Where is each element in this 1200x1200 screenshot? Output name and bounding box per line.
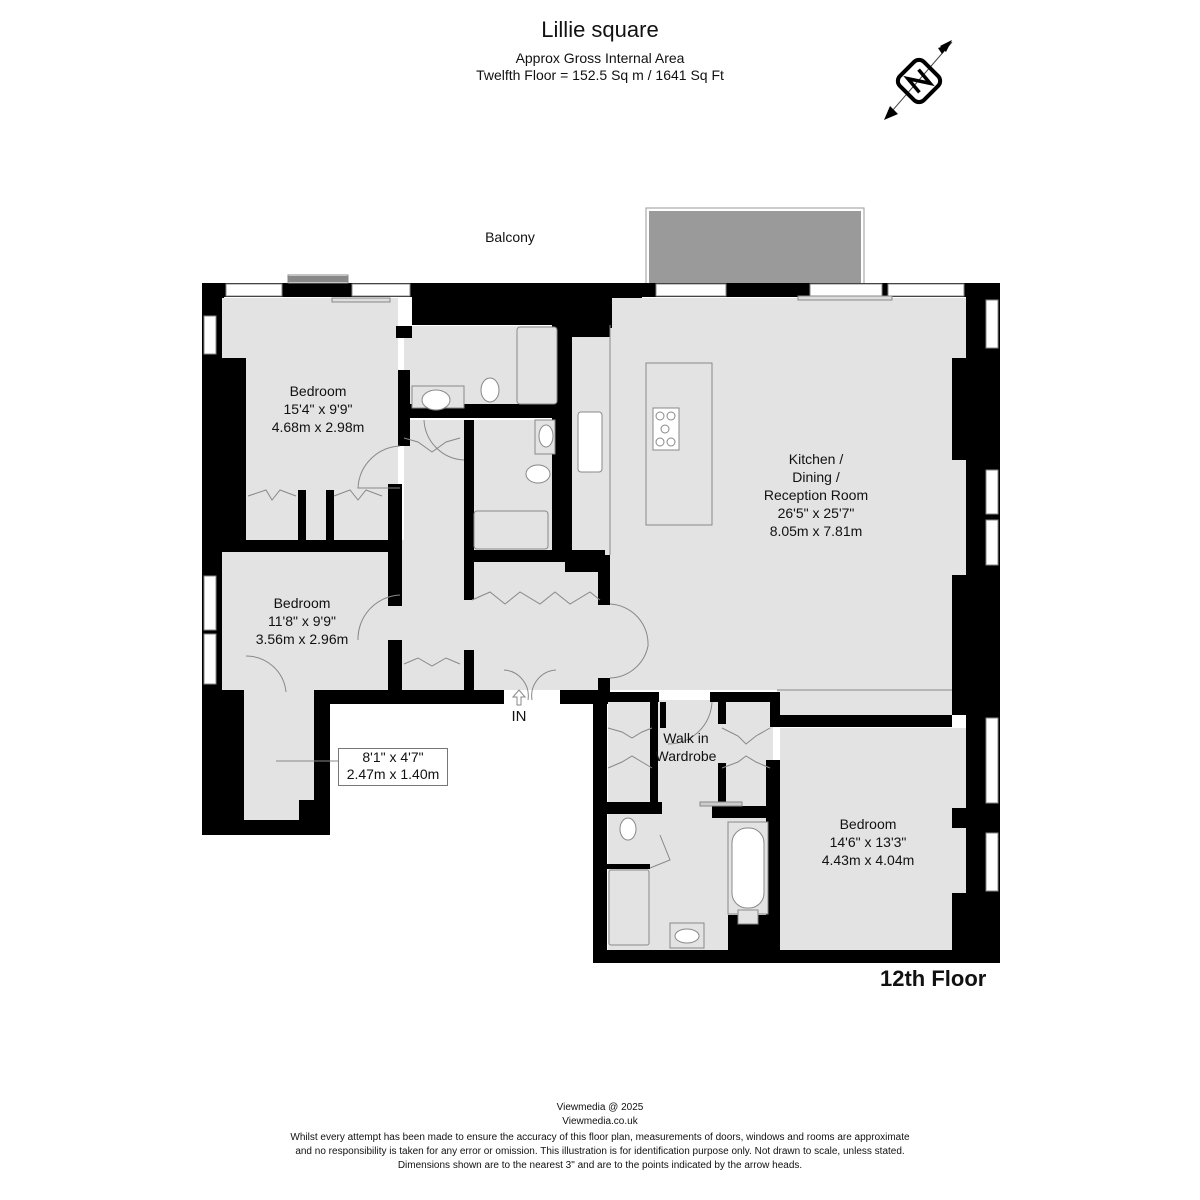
north-arrow-icon: [880, 36, 960, 126]
store-dimension-metric: 2.47m x 1.40m: [346, 766, 440, 782]
floor-label: 12th Floor: [880, 966, 987, 991]
interior-walls: [246, 325, 952, 950]
room-name-line2: Wardrobe: [655, 748, 717, 764]
room-dimension-imperial: 11'8" x 9'9": [268, 613, 336, 629]
room-name-line1: Walk in: [663, 730, 709, 746]
plan-title: Lillie square: [541, 17, 659, 42]
area-value: Twelfth Floor = 152.5 Sq m / 1641 Sq Ft: [476, 67, 724, 83]
room-bedroom-1: Bedroom 15'4" x 9'9" 4.68m x 2.98m: [272, 382, 365, 436]
room-name: Bedroom: [839, 816, 897, 832]
footer-website: Viewmedia.co.uk: [562, 1116, 638, 1127]
area-subtitle: Approx Gross Internal Area: [515, 50, 685, 66]
footer-disclaimer-3: Dimensions shown are to the nearest 3" a…: [397, 1160, 803, 1171]
store-dimension-box: 8'1" x 4'7" 2.47m x 1.40m: [338, 748, 448, 786]
floor-areas: [222, 298, 966, 950]
footer-disclaimer-1: Whilst every attempt has been made to en…: [290, 1132, 910, 1143]
footer-disclaimer-2: and no responsibility is taken for any e…: [295, 1146, 905, 1157]
room-name: Bedroom: [273, 595, 331, 611]
room-dimension-imperial: 14'6" x 13'3": [829, 834, 907, 850]
room-bedroom-3: Bedroom 14'6" x 13'3" 4.43m x 4.04m: [822, 815, 915, 869]
footer-copyright: Viewmedia @ 2025: [556, 1102, 644, 1113]
door-swings: [245, 419, 771, 869]
room-dimension-metric: 4.68m x 2.98m: [271, 419, 365, 435]
room-dimension-metric: 4.43m x 4.04m: [821, 852, 915, 868]
entrance-label: IN: [511, 708, 527, 725]
room-name-line1: Kitchen /: [788, 451, 844, 467]
room-kitchen-dining-reception: Kitchen / Dining / Reception Room 26'5" …: [764, 450, 868, 540]
room-bedroom-2: Bedroom 11'8" x 9'9" 3.56m x 2.96m: [256, 594, 349, 648]
room-name-line2: Dining /: [792, 469, 840, 485]
room-dimension-metric: 3.56m x 2.96m: [255, 631, 349, 647]
fixtures: [331, 295, 952, 949]
store-dimension-imperial: 8'1" x 4'7": [362, 749, 424, 765]
room-name-line3: Reception Room: [763, 487, 869, 503]
room-balcony: Balcony: [485, 229, 535, 245]
room-dimension-metric: 8.05m x 7.81m: [769, 523, 863, 539]
room-dimension-imperial: 15'4" x 9'9": [283, 401, 353, 417]
balcony-area: [645, 207, 865, 285]
room-dimension-imperial: 26'5" x 25'7": [777, 505, 855, 521]
room-walk-in-wardrobe: Walk in Wardrobe: [656, 729, 717, 765]
entrance-arrow-icon: [511, 689, 527, 706]
room-name: Bedroom: [289, 383, 347, 399]
